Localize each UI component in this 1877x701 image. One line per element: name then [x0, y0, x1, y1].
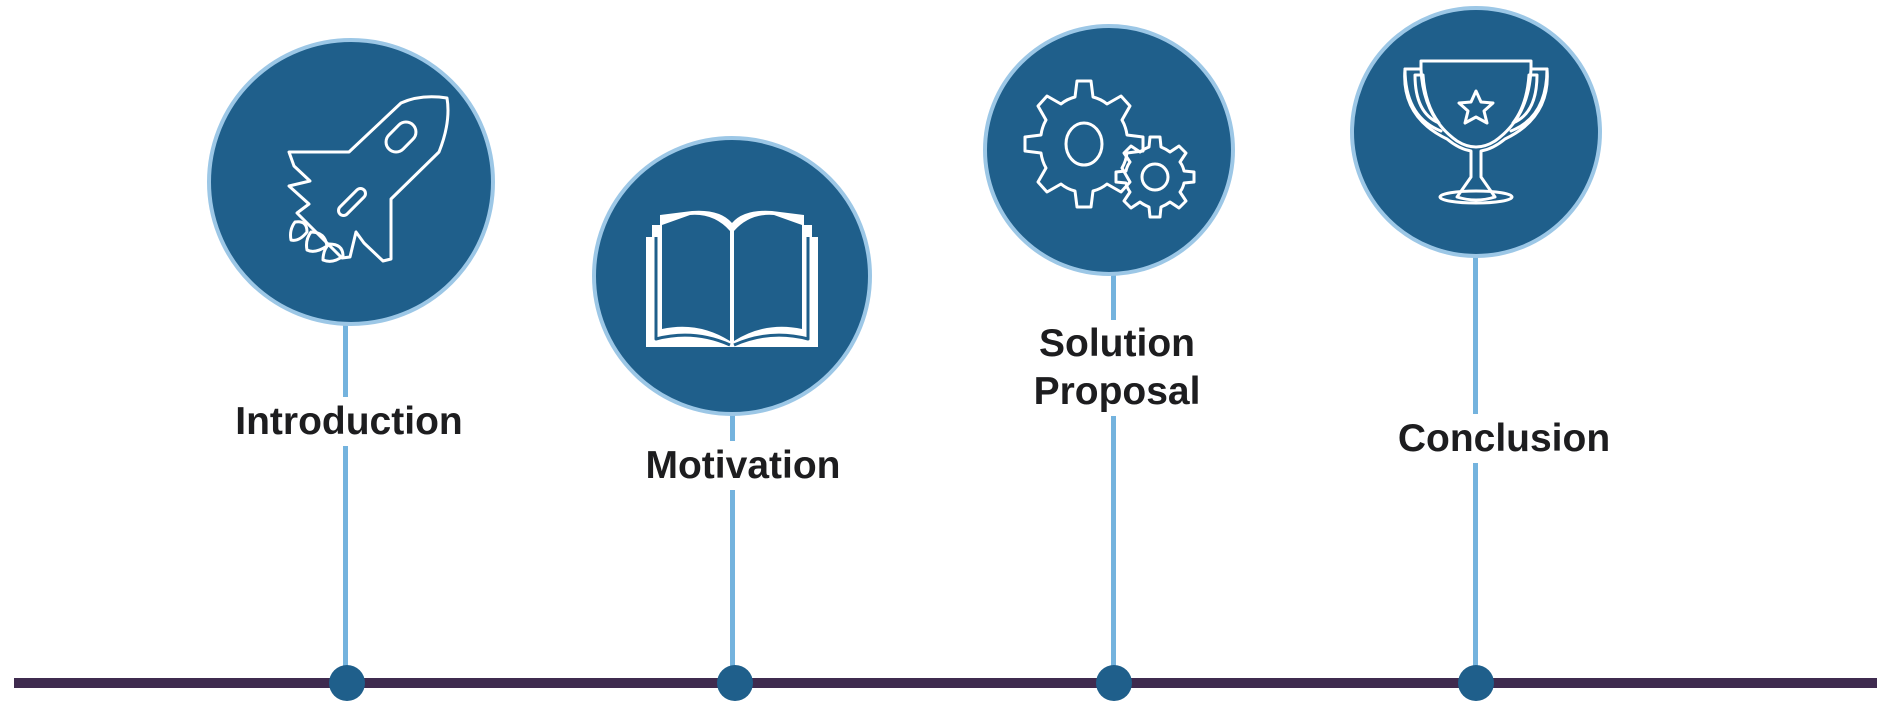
timeline-node-conclusion	[1458, 665, 1494, 701]
open-book-icon	[642, 201, 822, 351]
stage-label-proposal-line: Proposal	[1033, 370, 1201, 413]
stage-badge-introduction	[207, 38, 495, 326]
stage-label-solution-line: Solution	[1039, 322, 1195, 365]
timeline-node-motivation	[717, 665, 753, 701]
timeline-axis	[14, 678, 1877, 688]
stage-badge-conclusion	[1350, 6, 1602, 258]
timeline-node-solution-proposal	[1096, 665, 1132, 701]
connector-solution-proposal	[1111, 272, 1116, 678]
stage-badge-solution-proposal	[983, 24, 1235, 276]
connector-motivation	[730, 408, 735, 678]
stage-label-solution-proposal: Solution Proposal	[1018, 320, 1216, 416]
trophy-icon	[1401, 57, 1551, 207]
connector-conclusion	[1473, 252, 1478, 678]
gears-icon	[1019, 75, 1199, 225]
connector-introduction	[343, 318, 348, 678]
stage-label-conclusion: Conclusion	[1383, 414, 1625, 463]
timeline-node-introduction	[329, 665, 365, 701]
stage-label-introduction: Introduction	[219, 397, 479, 446]
rocket-icon	[251, 82, 451, 282]
stage-label-motivation: Motivation	[632, 441, 854, 490]
stage-badge-motivation	[592, 136, 872, 416]
